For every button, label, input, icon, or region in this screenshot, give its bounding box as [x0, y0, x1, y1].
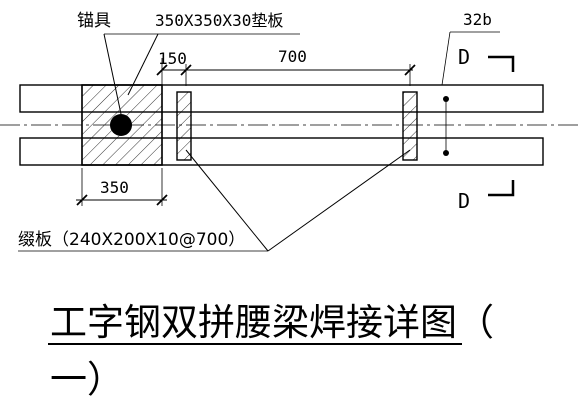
anchor-leader	[103, 33, 122, 115]
section-mark-bottom: D	[458, 189, 470, 213]
drawing-title-line2: 一）	[50, 358, 124, 401]
dim-150-label: 150	[158, 49, 187, 68]
batten-leader-1	[185, 149, 269, 252]
batten-plate-1	[176, 91, 192, 161]
batten-plate-label: 缀板（240X200X10@700）	[18, 230, 245, 250]
pad-plate-leader	[127, 33, 159, 96]
batten-plate-2	[402, 91, 418, 161]
pad-plate-label: 350X350X30垫板	[155, 11, 283, 30]
anchor-bolt	[110, 114, 132, 136]
section-cut-bottom	[488, 180, 515, 197]
section-cut-top	[488, 55, 515, 72]
batten-leader-2	[267, 149, 411, 252]
drawing-title-line1: 工字钢双拼腰梁焊接详图（	[50, 301, 494, 344]
channel-label: 32b	[463, 10, 492, 29]
anchor-label: 锚具	[77, 11, 111, 31]
dim-350-label: 350	[100, 178, 129, 197]
dim-700-label: 700	[278, 47, 307, 66]
section-mark-top: D	[458, 45, 470, 69]
